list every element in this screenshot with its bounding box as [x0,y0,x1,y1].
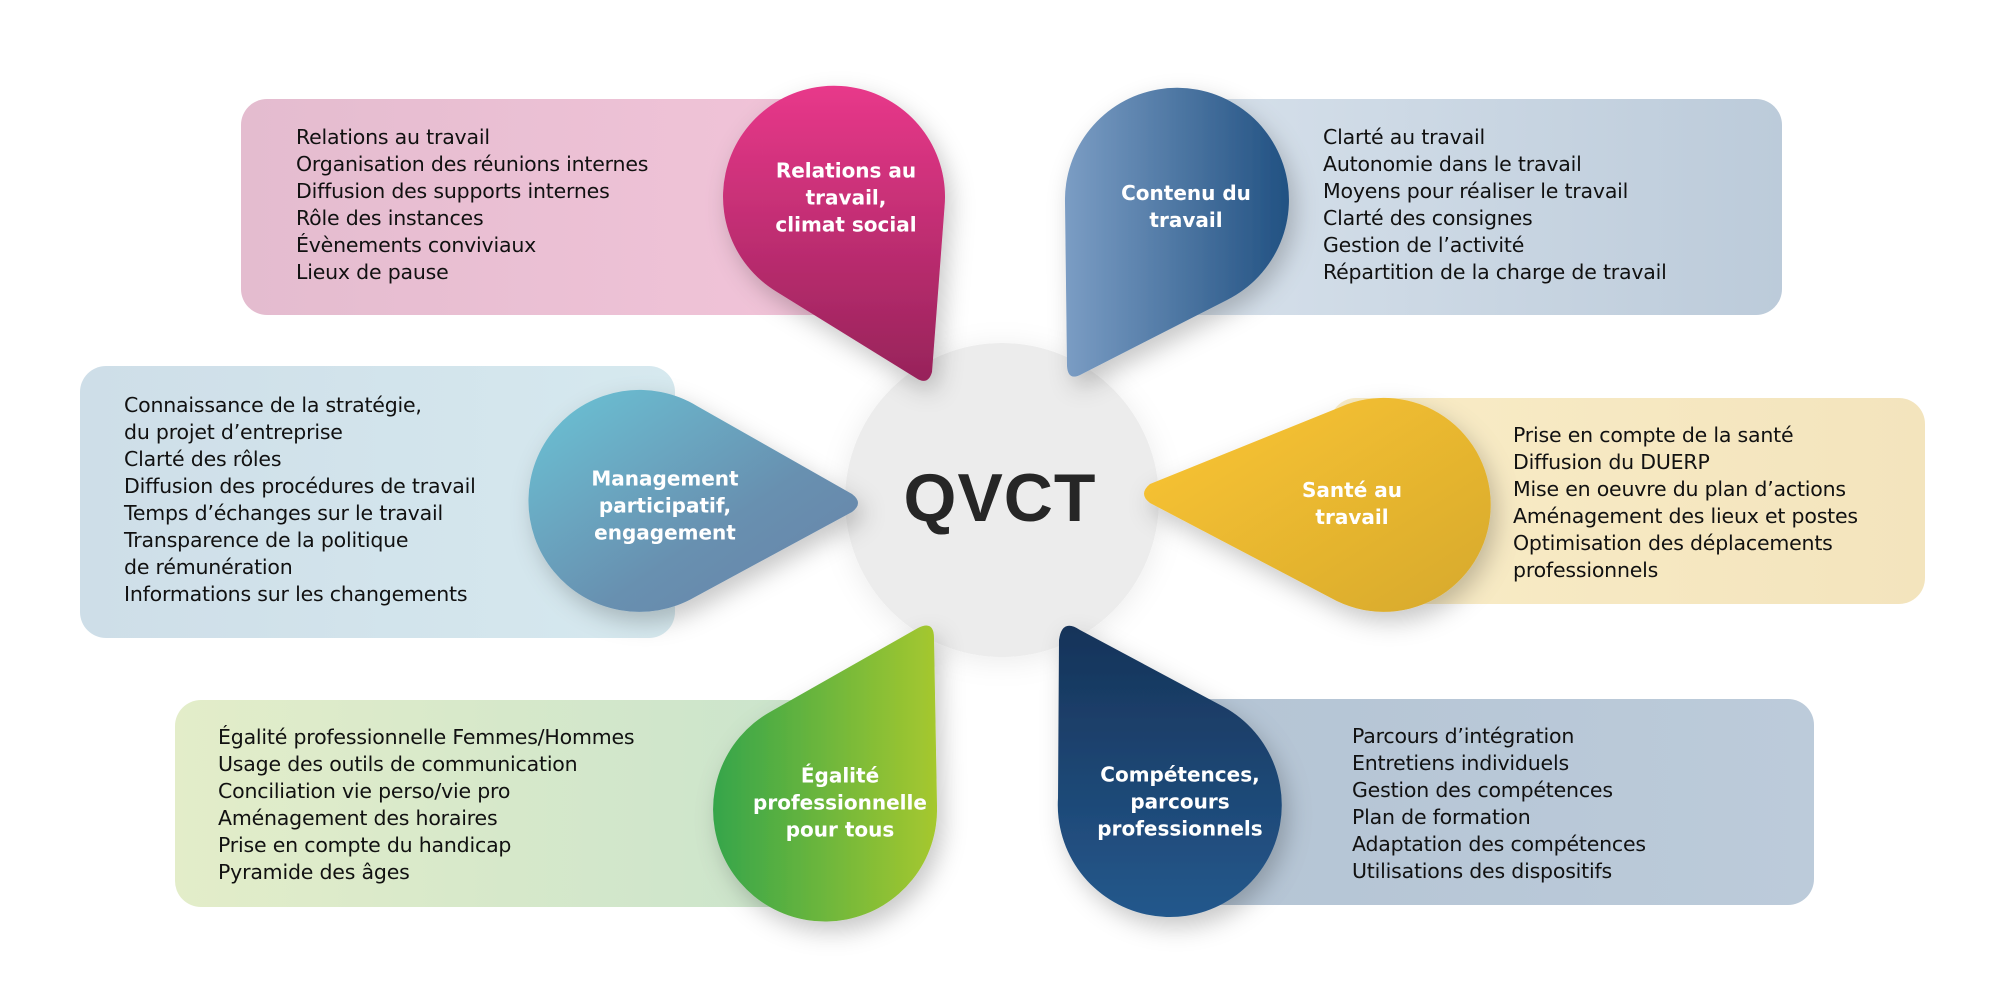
label-line: travail, [805,185,887,210]
list-item: Conciliation vie perso/vie pro [218,779,511,803]
list-item: Entretiens individuels [1352,751,1569,775]
list-item: Prise en compte du handicap [218,833,512,857]
list-item: Relations au travail [296,125,490,149]
list-item: Gestion des compétences [1352,778,1613,802]
label-line: Égalité [800,763,880,788]
label-line: travail [1315,505,1389,529]
label-line: Contenu du [1121,181,1251,205]
list-item: de rémunération [124,555,293,579]
label-line: parcours [1130,789,1230,814]
label-line: professionnelle [753,790,927,815]
list-item: Clarté des rôles [124,447,282,471]
label-line: Relations au [775,158,917,183]
list-item: Gestion de l’activité [1323,233,1525,257]
list-item: Diffusion des procédures de travail [124,474,476,498]
label-line: Santé au [1302,478,1402,502]
list-item: Plan de formation [1352,805,1531,829]
list-item: Lieux de pause [296,260,449,284]
list-relations: Relations au travail Organisation des ré… [296,124,648,286]
label-line: participatif, [598,493,732,518]
list-competences: Parcours d’intégration Entretiens indivi… [1352,723,1646,885]
drop-contenu [1064,87,1289,377]
list-item: Répartition de la charge de travail [1323,260,1667,284]
label-line: climat social [775,212,917,237]
drop-sante [1144,397,1491,612]
list-item: Moyens pour réaliser le travail [1323,179,1629,203]
list-item: Optimisation des déplacements [1513,531,1833,555]
list-sante: Prise en compte de la santé Diffusion du… [1513,422,1858,584]
center-title: QVCT [903,460,1097,536]
list-item: du projet d’entreprise [124,420,343,444]
list-item: Autonomie dans le travail [1323,152,1582,176]
list-item: Mise en oeuvre du plan d’actions [1513,477,1846,501]
list-management: Connaissance de la stratégie, du projet … [124,392,476,608]
list-item: Aménagement des lieux et postes [1513,504,1858,528]
drop-competences [1057,625,1282,918]
theme-label-contenu: Contenu du travail [1121,180,1251,234]
list-item: Diffusion du DUERP [1513,450,1710,474]
label-line: professionnels [1097,816,1263,841]
list-item: Utilisations des dispositifs [1352,859,1613,883]
list-item: Informations sur les changements [124,582,468,606]
theme-label-management: Management participatif, engagement [591,466,738,547]
list-item: Temps d’échanges sur le travail [124,501,443,525]
label-line: Management [591,466,739,491]
theme-label-relations: Relations au travail, climat social [775,158,916,239]
drop-egalite [713,625,938,922]
list-item: Pyramide des âges [218,860,410,884]
list-egalite: Égalité professionnelle Femmes/Hommes Us… [218,724,635,886]
drop-relations [723,85,946,381]
list-item: Diffusion des supports internes [296,179,610,203]
list-item: Rôle des instances [296,206,484,230]
box-competences: Parcours d’intégration Entretiens indivi… [1150,699,1814,905]
label-line: pour tous [785,817,895,842]
list-item: Clarté des consignes [1323,206,1533,230]
list-item: Transparence de la politique [124,528,409,552]
list-item: Clarté au travail [1323,125,1485,149]
theme-label-competences: Compétences, parcours professionnels [1097,762,1262,843]
theme-label-sante: Santé au travail [1302,477,1402,531]
list-item: Usage des outils de communication [218,752,578,776]
list-item: Aménagement des horaires [218,806,498,830]
list-item: professionnels [1513,558,1659,582]
list-item: Évènements conviviaux [296,233,537,257]
list-item: Connaissance de la stratégie, [124,393,422,417]
label-line: travail [1149,208,1223,232]
theme-label-egalite: Égalité professionnelle pour tous [753,763,927,844]
list-item: Adaptation des compétences [1352,832,1646,856]
list-item: Égalité professionnelle Femmes/Hommes [218,725,635,749]
center-circle [845,343,1159,657]
list-item: Prise en compte de la santé [1513,423,1794,447]
list-contenu: Clarté au travail Autonomie dans le trav… [1323,124,1667,286]
label-line: engagement [594,520,736,545]
list-item: Parcours d’intégration [1352,724,1575,748]
drop-management [528,389,858,612]
list-item: Organisation des réunions internes [296,152,649,176]
label-line: Compétences, [1100,762,1260,787]
